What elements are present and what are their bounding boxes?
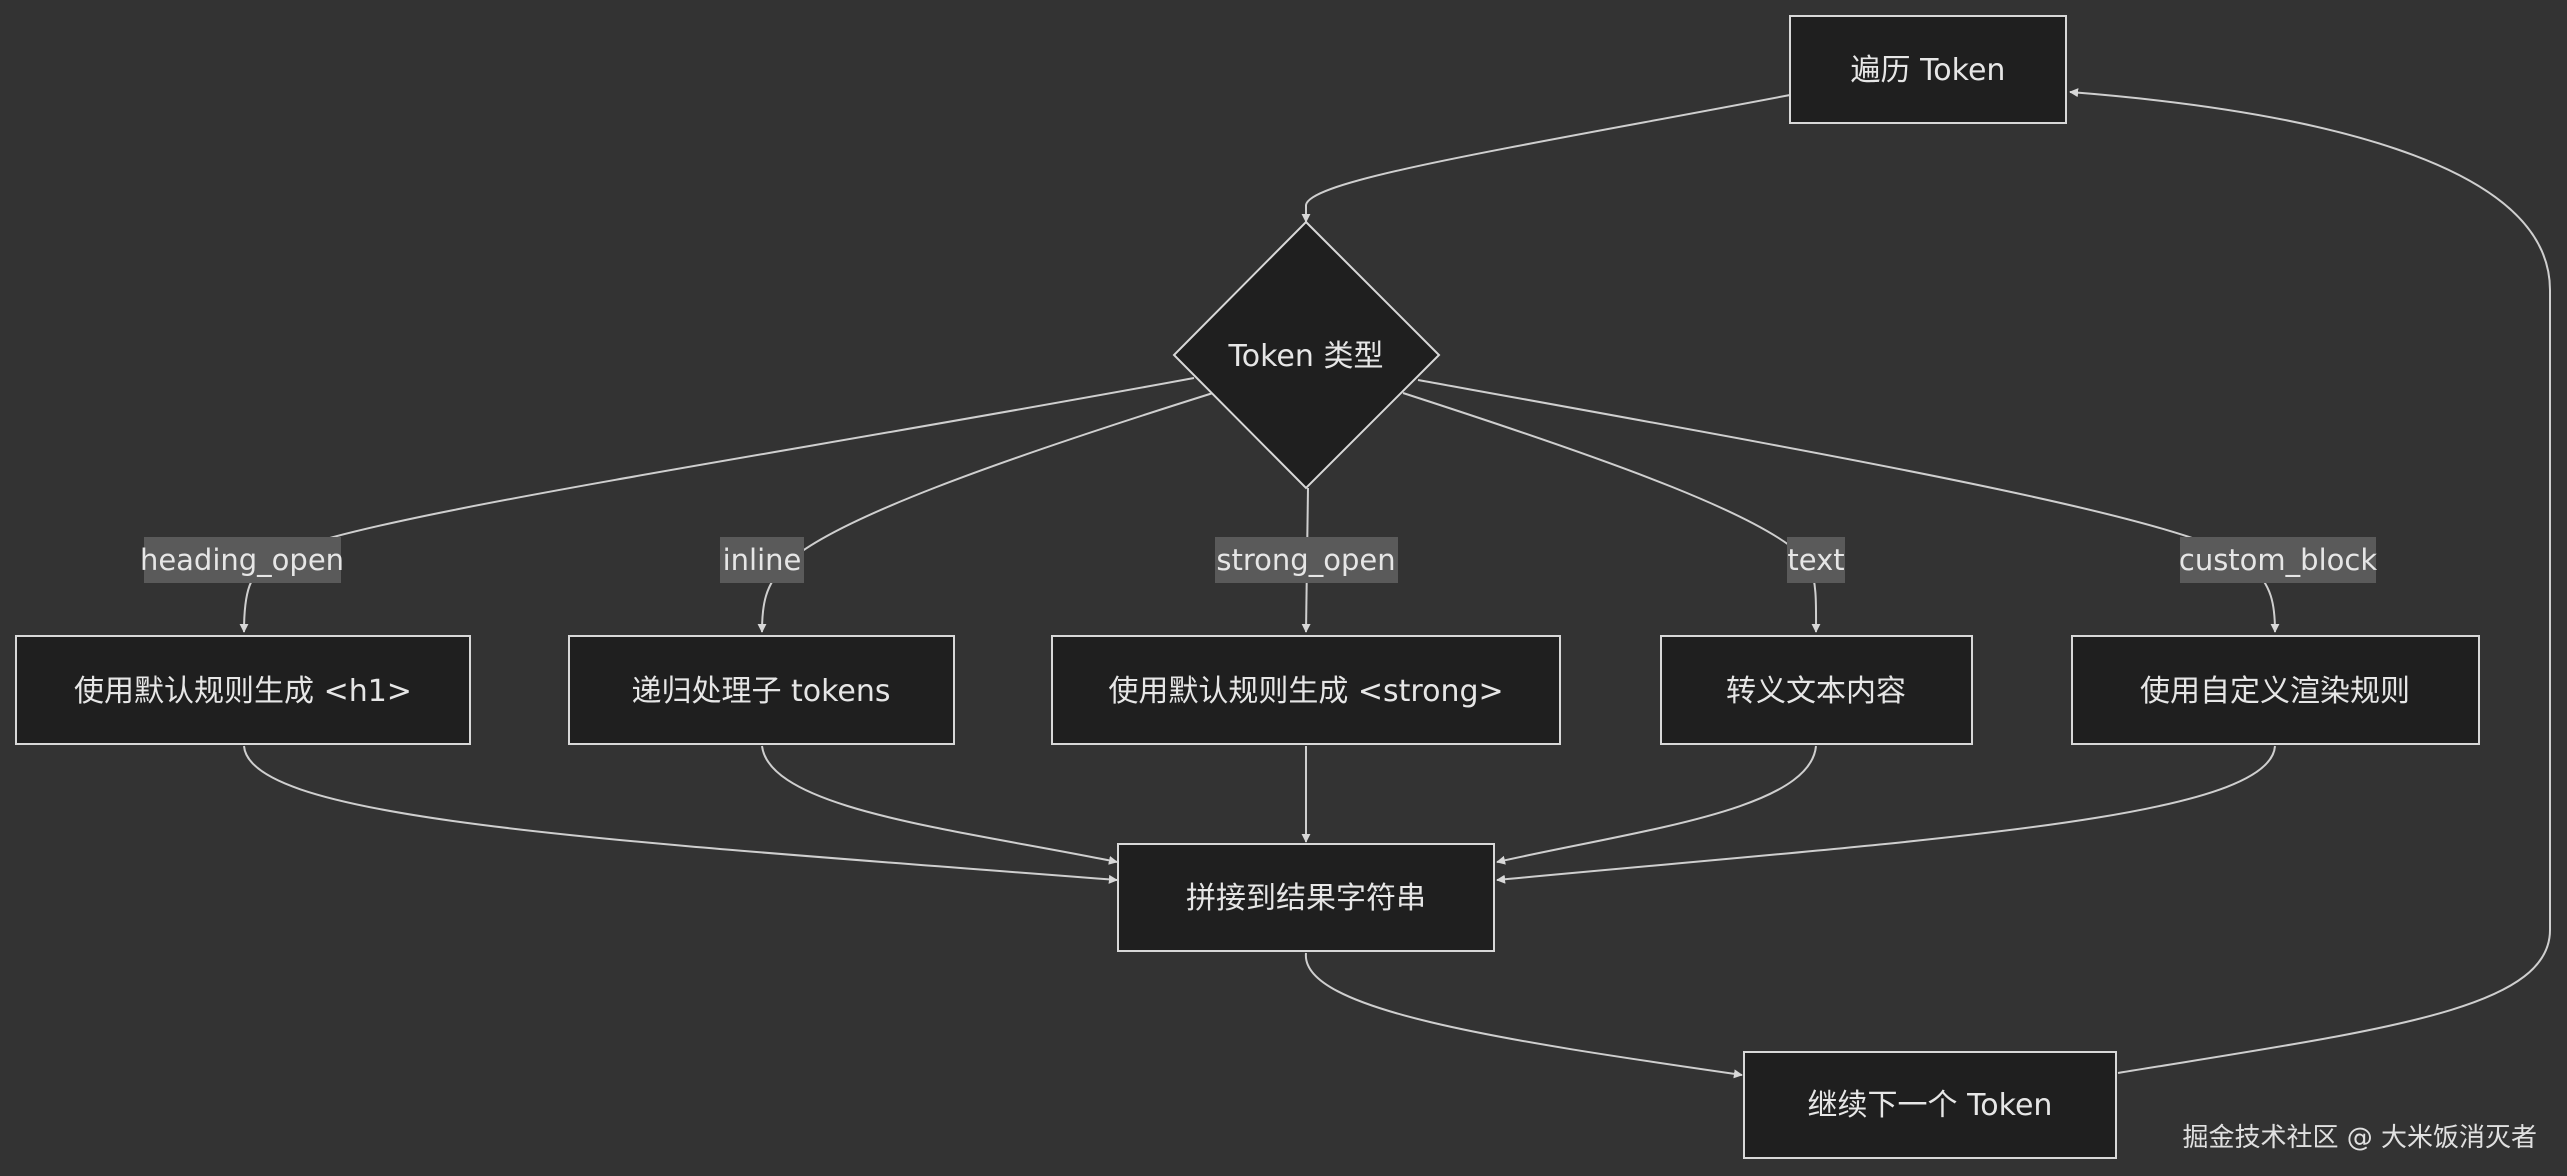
- edge-custom-to-concat: [1496, 745, 2276, 884]
- node-recurse: 递归处理子 tokens: [568, 635, 955, 745]
- edge-type-to-recurse: [757, 392, 1214, 633]
- node-escape: 转义文本内容: [1660, 635, 1973, 745]
- edge-concat-to-next: [1304, 952, 1743, 1079]
- node-escape-label: 转义文本内容: [1726, 674, 1906, 709]
- edge-next-to-traverse: [2069, 88, 2551, 1074]
- edge-escape-to-concat: [1496, 745, 1817, 865]
- edge-label-text-bg: [1787, 537, 1845, 583]
- edge-label-inline-bg: [720, 537, 804, 583]
- node-custom: 使用自定义渲染规则: [2071, 635, 2480, 745]
- edge-type-to-h1: [239, 377, 1195, 633]
- node-traverse-label: 遍历 Token: [1851, 53, 2006, 88]
- edge-label-strong-open: strong_open: [1216, 543, 1395, 577]
- edge-traverse-to-type: [1301, 94, 1791, 223]
- node-default-strong-label: 使用默认规则生成 <strong>: [1108, 674, 1503, 709]
- edge-label-text: text: [1787, 543, 1844, 577]
- node-concat: 拼接到结果字符串: [1117, 843, 1495, 952]
- node-concat-label: 拼接到结果字符串: [1186, 881, 1426, 916]
- edge-type-to-custom: [1417, 379, 2280, 633]
- edge-label-heading-open-bg: [144, 537, 341, 583]
- edge-label-strong-open-bg: [1215, 537, 1398, 583]
- node-token-type-label: Token 类型: [1228, 339, 1384, 374]
- node-next: 继续下一个 Token: [1743, 1051, 2117, 1159]
- node-default-h1: 使用默认规则生成 <h1>: [15, 635, 471, 745]
- node-next-label: 继续下一个 Token: [1808, 1088, 2053, 1123]
- watermark: 掘金技术社区 @ 大米饭消灭者: [2182, 1123, 2537, 1153]
- node-traverse: 遍历 Token: [1789, 15, 2067, 124]
- edge-label-custom-block-bg: [2180, 537, 2376, 583]
- node-recurse-label: 递归处理子 tokens: [631, 674, 890, 709]
- node-token-type: Token 类型: [1172, 220, 1441, 490]
- edge-recurse-to-concat: [761, 745, 1118, 865]
- edge-labels: heading_open inline strong_open text cus…: [140, 537, 2377, 583]
- edges: [239, 88, 2551, 1079]
- edge-label-custom-block: custom_block: [2179, 543, 2377, 577]
- edge-label-inline: inline: [723, 543, 802, 577]
- edge-type-to-escape: [1402, 392, 1821, 633]
- nodes: 遍历 Token Token 类型 使用默认规则生成 <h1> 递归处理子 to…: [15, 15, 2480, 1159]
- node-default-h1-label: 使用默认规则生成 <h1>: [74, 674, 412, 709]
- node-custom-label: 使用自定义渲染规则: [2140, 674, 2410, 709]
- edge-h1-to-concat: [243, 745, 1118, 884]
- edge-label-heading-open: heading_open: [140, 543, 344, 577]
- node-default-strong: 使用默认规则生成 <strong>: [1051, 635, 1561, 745]
